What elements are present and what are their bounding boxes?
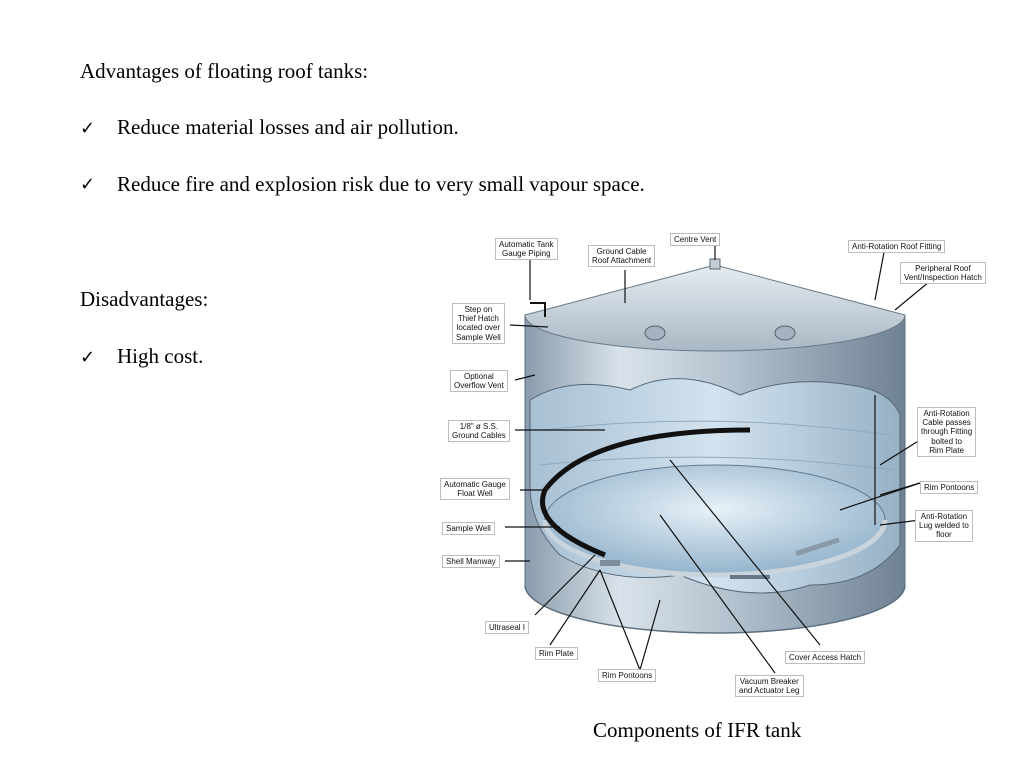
label-cover-access-hatch: Cover Access Hatch	[785, 651, 866, 665]
label-step-on-thief-hatch: Step on Thief Hatch located over Sample …	[452, 303, 505, 344]
label-auto-tank-gauge-piping: Automatic Tank Gauge Piping	[495, 238, 558, 261]
label-rim-plate: Rim Plate	[535, 647, 578, 661]
label-optional-overflow-vent: Optional Overflow Vent	[450, 370, 508, 393]
label-centre-vent: Centre Vent	[670, 233, 721, 247]
checkmark-icon: ✓	[80, 174, 96, 195]
label-ultraseal: Ultraseal I	[485, 621, 530, 635]
disadvantage-item-1: High cost.	[117, 344, 204, 368]
label-vacuum-breaker: Vacuum Breaker and Actuator Leg	[735, 675, 804, 698]
label-rim-pontoons-right: Rim Pontoons	[920, 481, 979, 495]
label-peripheral-roof-vent: Peripheral Roof Vent/Inspection Hatch	[900, 262, 986, 285]
label-shell-manway: Shell Manway	[442, 555, 500, 569]
tank-illustration	[505, 245, 936, 674]
label-ground-cables: 1/8" ø S.S. Ground Cables	[448, 420, 510, 443]
advantages-heading: Advantages of floating roof tanks:	[80, 59, 369, 83]
label-anti-rotation-cable: Anti-Rotation Cable passes through Fitti…	[917, 407, 977, 457]
advantage-item-1: Reduce material losses and air pollution…	[117, 115, 459, 139]
label-anti-rotation-lug: Anti-Rotation Lug welded to floor	[915, 510, 973, 542]
label-sample-well: Sample Well	[442, 522, 495, 536]
label-rim-pontoons-bottom: Rim Pontoons	[598, 669, 657, 683]
disadvantages-heading: Disadvantages:	[80, 287, 209, 311]
label-ground-cable-roof: Ground Cable Roof Attachment	[588, 245, 656, 268]
ifr-tank-diagram: Automatic Tank Gauge Piping Ground Cable…	[430, 225, 1020, 710]
label-anti-rotation-roof-fitting: Anti-Rotation Roof Fitting	[848, 240, 946, 254]
label-auto-gauge-float-well: Automatic Gauge Float Well	[440, 478, 510, 501]
advantage-item-2: Reduce fire and explosion risk due to ve…	[117, 172, 645, 196]
checkmark-icon: ✓	[80, 118, 96, 139]
diagram-caption: Components of IFR tank	[593, 718, 802, 742]
checkmark-icon: ✓	[80, 347, 96, 368]
